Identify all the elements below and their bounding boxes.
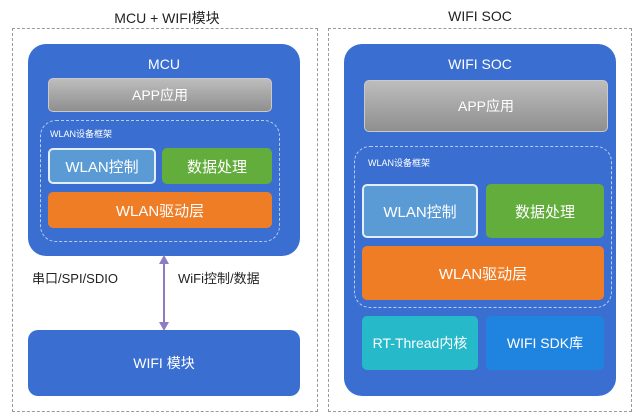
right-data-process-box: 数据处理: [486, 184, 604, 238]
mcu-label: MCU: [148, 56, 180, 72]
right-wlan-frame-label: WLAN设备框架: [368, 158, 431, 168]
bidirectional-arrow-icon: [159, 255, 169, 331]
wifi-sdk-box: WIFI SDK库: [486, 316, 604, 370]
soc-label: WIFI SOC: [448, 56, 512, 72]
left-app-box: APP应用: [48, 78, 272, 112]
right-panel: [328, 28, 632, 412]
wifi-module-box: WIFI 模块: [28, 330, 300, 396]
left-panel: [12, 28, 318, 412]
left-wlan-driver-box: WLAN驱动层: [48, 192, 272, 228]
left-data-process-box: 数据处理: [162, 148, 272, 184]
rtthread-kernel-box: RT-Thread内核: [362, 316, 478, 370]
link-label: WiFi控制/数据: [178, 271, 260, 286]
right-wlan-control-box: WLAN控制: [362, 184, 478, 238]
right-wlan-driver-box: WLAN驱动层: [362, 246, 604, 300]
right-wlan-frame: [354, 146, 612, 308]
left-wlan-frame: [40, 120, 280, 242]
left-panel-title: MCU + WIFI模块: [114, 10, 220, 26]
right-panel-title: WIFI SOC: [448, 8, 512, 24]
right-app-box: APP应用: [364, 80, 608, 132]
interface-label: 串口/SPI/SDIO: [32, 271, 118, 286]
left-wlan-frame-label: WLAN设备框架: [50, 129, 113, 139]
left-wlan-control-box: WLAN控制: [48, 148, 156, 184]
